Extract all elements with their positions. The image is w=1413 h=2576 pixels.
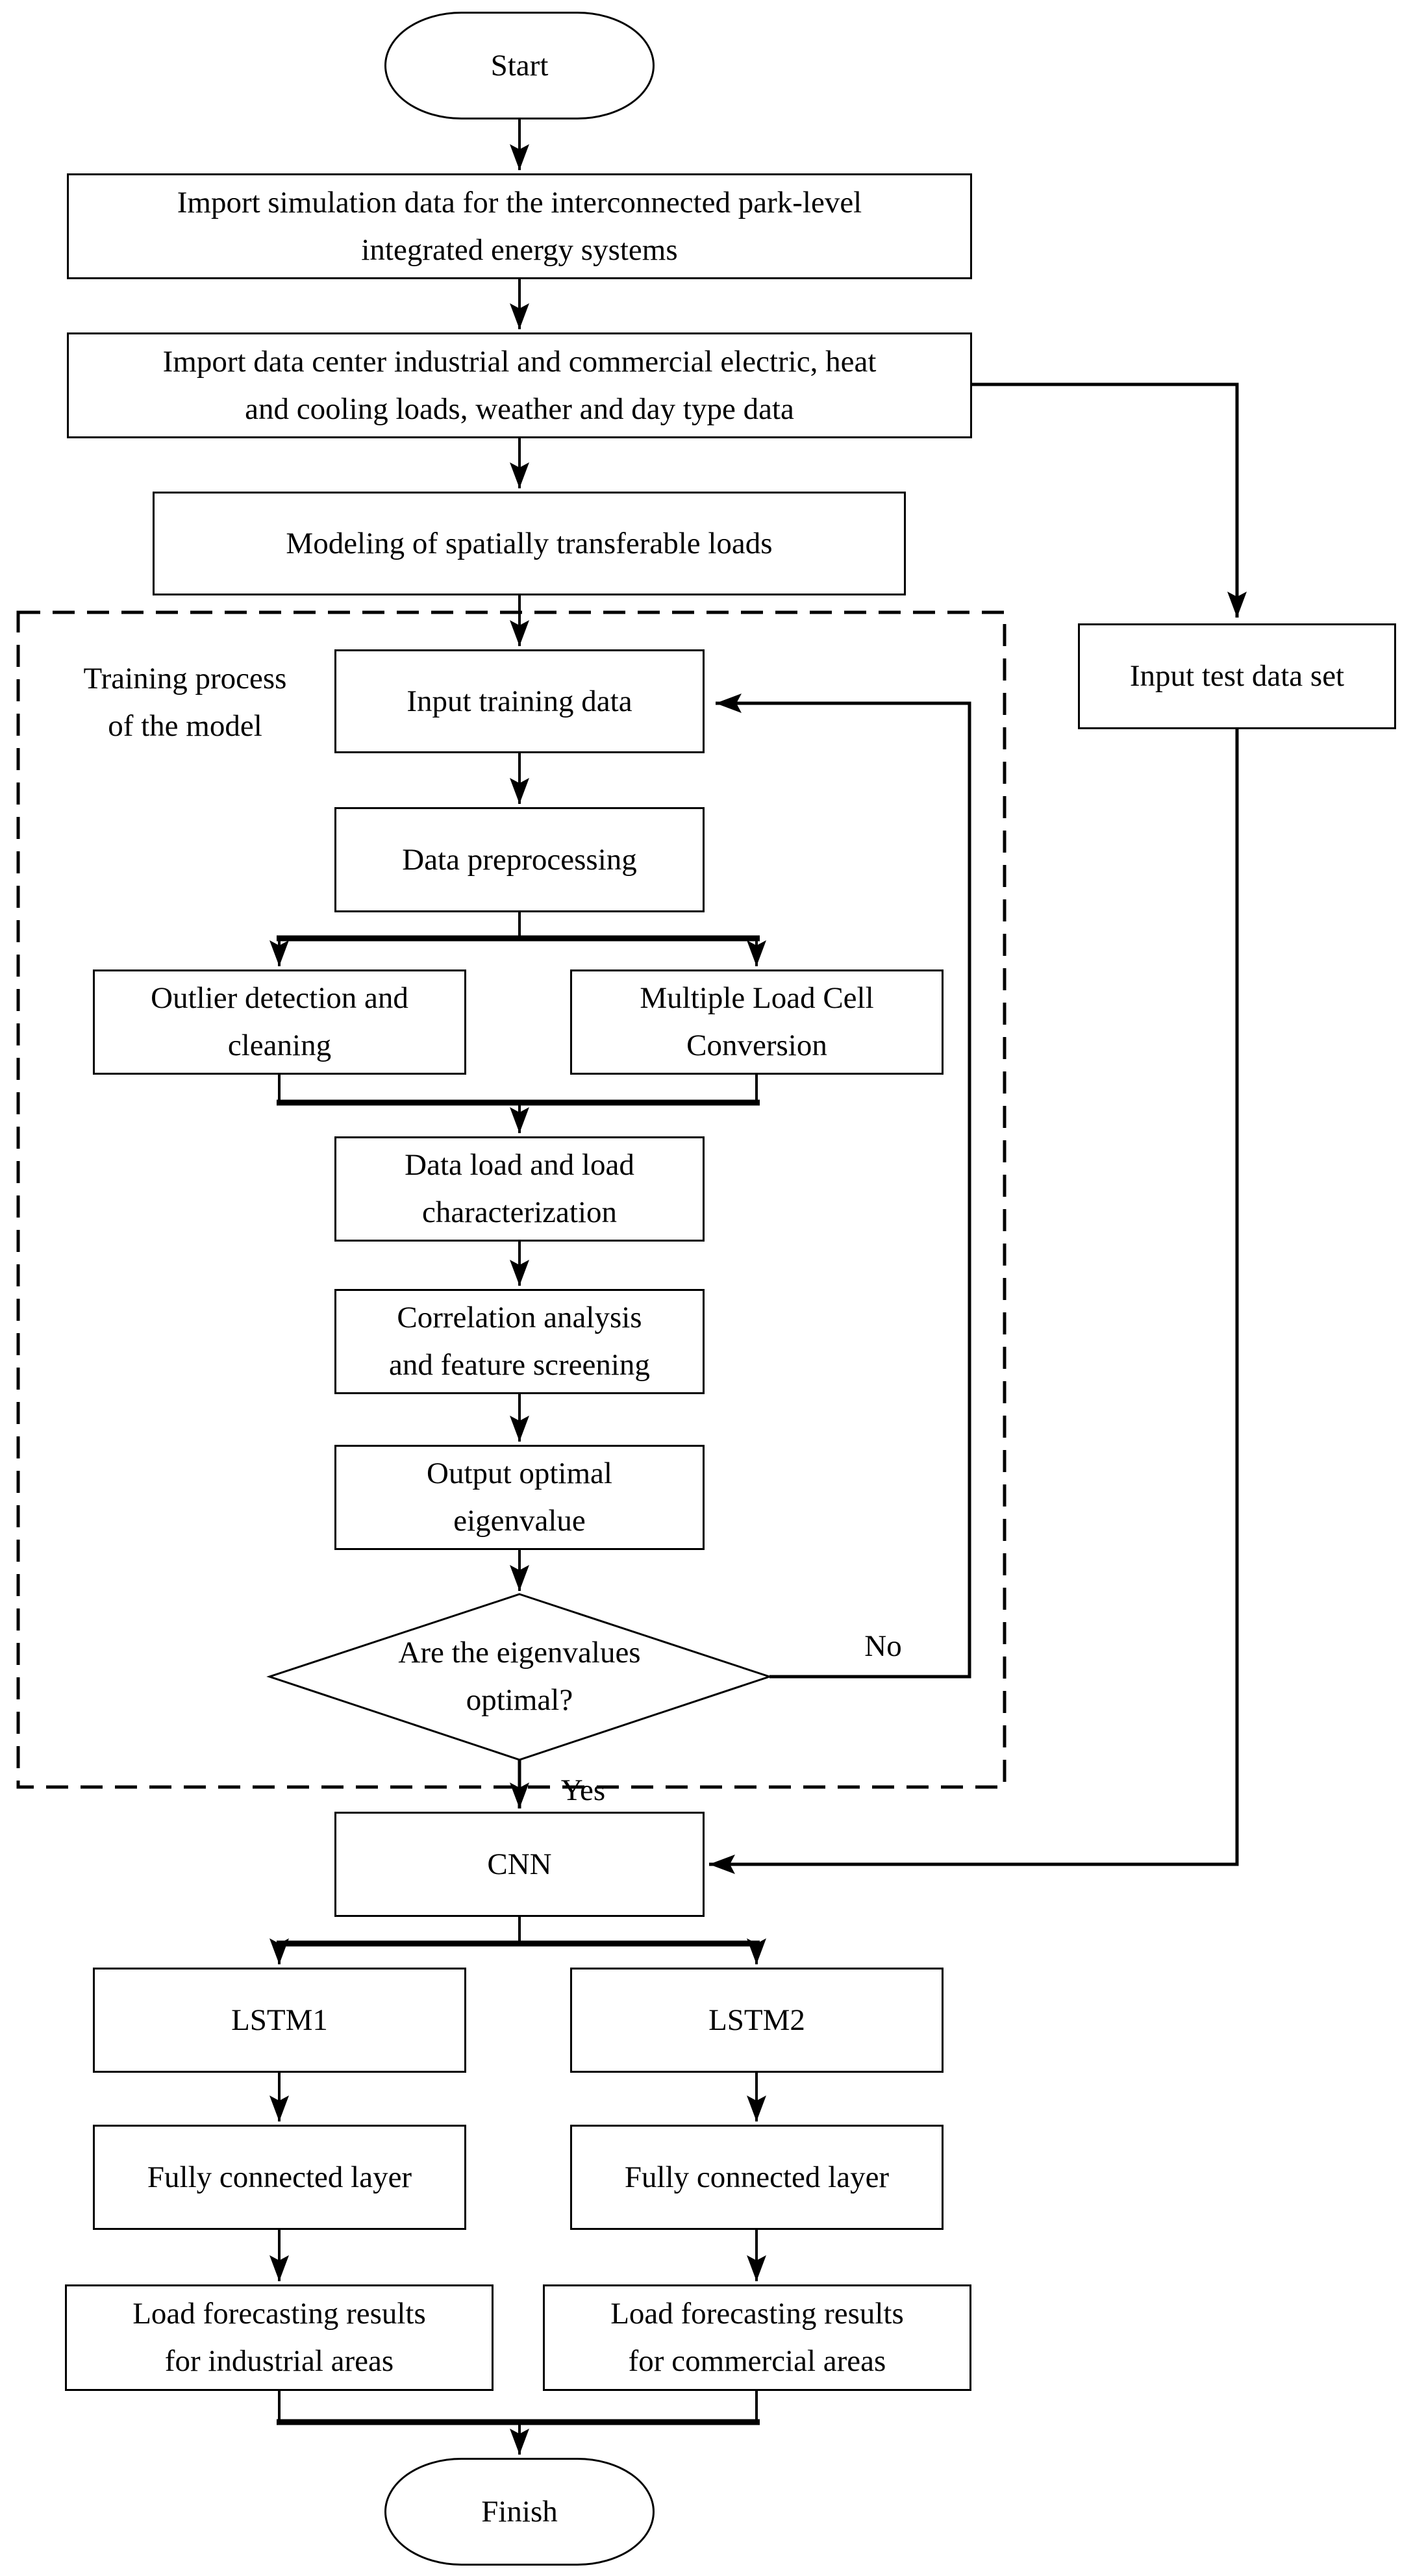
decision-diamond-label: Are the eigenvalues optimal? <box>398 1636 641 1717</box>
edge-import-dc-to-input-test <box>972 382 1247 618</box>
node-finish: Finish <box>384 2458 655 2566</box>
node-input-test-data-set: Input test data set <box>1078 623 1396 729</box>
edge-input-test-to-cnn <box>709 729 1239 1874</box>
node-forecast-commercial: Load forecasting results for commercial … <box>543 2284 971 2391</box>
node-import-simulation: Import simulation data for the interconn… <box>67 173 972 279</box>
node-lstm1: LSTM1 <box>93 1968 466 2073</box>
node-import-data-center: Import data center industrial and commer… <box>67 332 972 438</box>
node-outlier-detection-cleaning: Outlier detection and cleaning <box>93 969 466 1075</box>
edge-label-no: No <box>864 1629 902 1663</box>
node-modeling-transferable-loads: Modeling of spatially transferable loads <box>153 492 906 595</box>
node-data-load-characterization: Data load and load characterization <box>334 1136 705 1242</box>
node-input-training-data: Input training data <box>334 649 705 753</box>
edge-decision-no-feedback <box>716 694 971 1679</box>
node-lstm2: LSTM2 <box>570 1968 944 2073</box>
node-cnn: CNN <box>334 1812 705 1917</box>
training-region-label: Training process of the model <box>83 662 287 743</box>
node-fully-connected-left: Fully connected layer <box>93 2125 466 2230</box>
node-multiple-load-cell-conversion: Multiple Load Cell Conversion <box>570 969 944 1075</box>
node-data-preprocessing: Data preprocessing <box>334 807 705 912</box>
edge-label-yes: Yes <box>560 1773 606 1807</box>
node-forecast-industrial: Load forecasting results for industrial … <box>65 2284 494 2391</box>
node-start: Start <box>384 12 655 119</box>
node-fully-connected-right: Fully connected layer <box>570 2125 944 2230</box>
node-correlation-feature-screening: Correlation analysis and feature screeni… <box>334 1289 705 1394</box>
node-output-optimal-eigenvalue: Output optimal eigenvalue <box>334 1445 705 1550</box>
